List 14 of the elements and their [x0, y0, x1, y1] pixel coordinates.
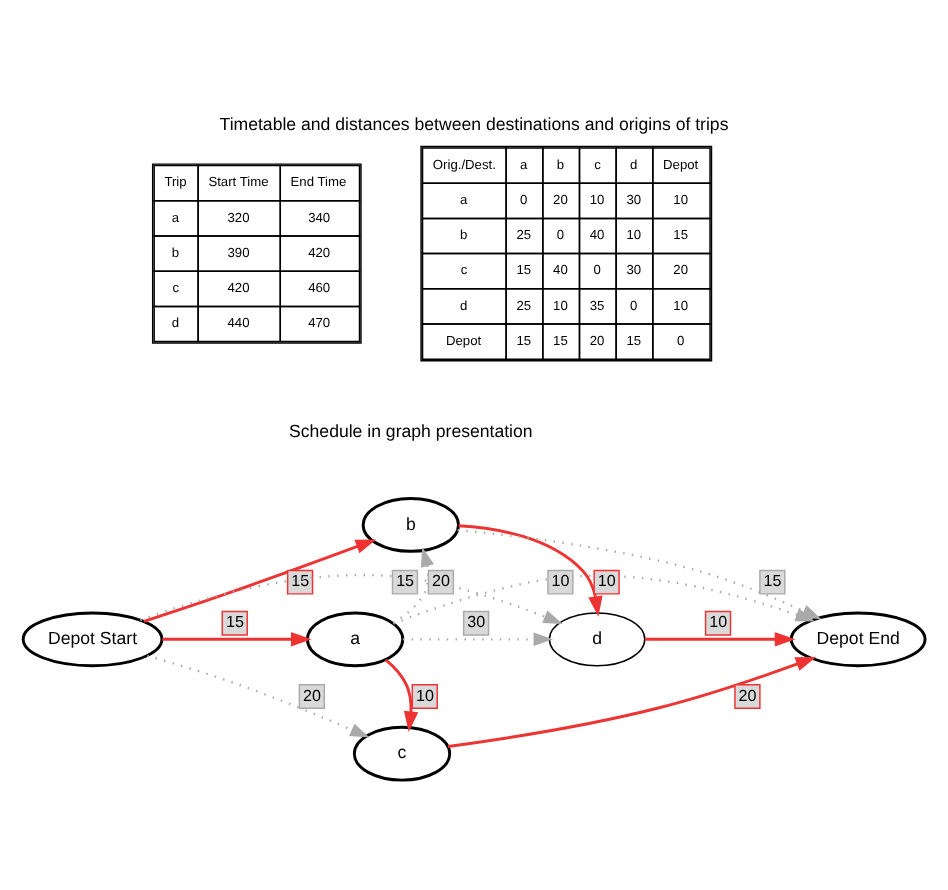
- edge-label: 10: [709, 613, 728, 632]
- edge-label: 15: [225, 613, 244, 632]
- edge-label: 15: [396, 572, 415, 591]
- edge-label: 10: [551, 572, 570, 591]
- edge-label: 10: [415, 686, 434, 705]
- label: Schedule in graph presentation: [289, 421, 533, 442]
- edge-label: 20: [303, 686, 321, 705]
- edge-label: 20: [432, 572, 450, 591]
- edge-label: 20: [738, 686, 757, 705]
- edge-label: 15: [763, 572, 782, 591]
- edge-label: 10: [597, 572, 616, 591]
- edge-label: 15: [291, 572, 310, 591]
- edge-label: 30: [467, 613, 486, 632]
- diagram-title: Timetable and distances between destinations and origins of trips: [219, 113, 729, 134]
